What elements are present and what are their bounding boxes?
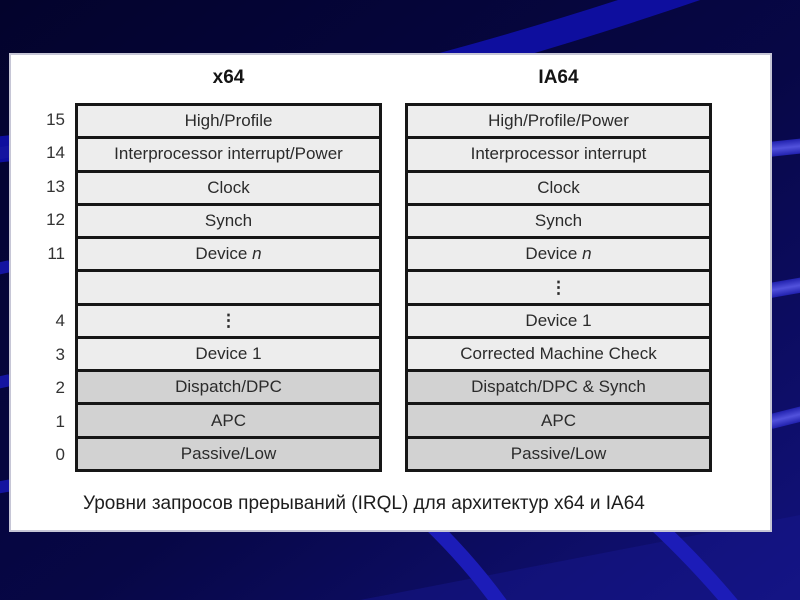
irql-level-label: 11 — [47, 243, 65, 263]
irql-row-x64: APC — [78, 405, 379, 439]
irql-row-ia64: Interprocessor interrupt — [408, 139, 709, 173]
irql-row-label: ⋮ — [220, 311, 237, 331]
left-gutter-segment — [0, 374, 12, 390]
irql-row-ia64: APC — [408, 405, 709, 439]
irql-level-label: 14 — [46, 143, 65, 163]
figure-caption: Уровни запросов прерываний (IRQL) для ар… — [83, 493, 645, 514]
left-gutter-segment — [0, 260, 12, 276]
irql-row-label: Interprocessor interrupt/Power — [114, 144, 343, 164]
irql-row-ia64: Device 1 — [408, 305, 709, 339]
irql-row-label: APC — [541, 410, 576, 430]
irql-row-label: APC — [211, 410, 246, 430]
right-gutter-segment — [769, 138, 800, 157]
irql-level-label: 1 — [55, 411, 65, 431]
irql-row-ia64: Clock — [408, 172, 709, 206]
irql-row-x64: Synch — [78, 205, 379, 240]
irql-level-label: 4 — [55, 311, 65, 331]
irql-row-label: High/Profile/Power — [488, 111, 629, 131]
irql-row-x64 — [78, 272, 379, 306]
irql-row-x64: Interprocessor interrupt/Power — [78, 139, 379, 173]
irql-level-label: 15 — [46, 109, 65, 129]
irql-level-label: 3 — [55, 344, 65, 364]
irql-row-x64: Device n — [78, 239, 379, 273]
column-header-ia64: IA64 — [538, 67, 579, 88]
irql-level-label: 0 — [55, 445, 65, 465]
irql-row-ia64: Passive/Low — [408, 438, 709, 469]
irql-level-label: 12 — [46, 210, 65, 230]
irql-row-ia64: Device n — [408, 239, 709, 273]
irql-row-label: Corrected Machine Check — [460, 343, 657, 363]
left-gutter-segment — [0, 479, 11, 495]
irql-level-label: 13 — [46, 176, 65, 196]
irql-row-label: Dispatch/DPC — [175, 377, 282, 397]
irql-levels: 15 14 13 12 11 4 3 2 1 0 — [21, 103, 65, 472]
column-header-x64: x64 — [212, 67, 245, 88]
irql-row-label: Synch — [204, 210, 253, 230]
irql-row-x64: Clock — [78, 172, 379, 206]
irql-row-label: Clock — [537, 177, 580, 197]
irql-row-x64: High/Profile — [78, 106, 379, 140]
irql-row-label: Dispatch/DPC & Synch — [471, 377, 646, 397]
irql-row-ia64: ⋮ — [408, 272, 709, 306]
irql-row-x64: Dispatch/DPC — [78, 372, 379, 406]
irql-row-label: Device n — [195, 244, 262, 264]
left-gutter-segment — [0, 145, 11, 161]
irql-row-label: Synch — [534, 210, 583, 230]
irql-row-label: Interprocessor interrupt — [470, 144, 647, 164]
irql-row-label: Device n — [525, 244, 592, 264]
irql-row-label: ⋮ — [550, 277, 567, 297]
irql-row-label: Device 1 — [195, 343, 262, 363]
irql-row-label: High/Profile — [184, 111, 273, 131]
irql-level-label — [21, 271, 65, 305]
irql-row-label: Passive/Low — [510, 443, 607, 463]
irql-row-label: Device 1 — [525, 310, 592, 330]
irql-row-ia64: Dispatch/DPC & Synch — [408, 372, 709, 406]
irql-row-label: Passive/Low — [180, 443, 277, 463]
right-gutter-segment — [768, 406, 800, 429]
irql-row-x64: ⋮ — [78, 305, 379, 339]
irql-row-x64: Device 1 — [78, 338, 379, 373]
irql-level-label: 2 — [55, 378, 65, 398]
irql-row-ia64: Corrected Machine Check — [408, 338, 709, 373]
right-gutter-segment — [769, 277, 800, 298]
irql-row-ia64: High/Profile/Power — [408, 106, 709, 140]
irql-row-x64: Passive/Low — [78, 438, 379, 469]
background-corner-wash — [360, 515, 800, 600]
irql-row-label: Clock — [207, 177, 250, 197]
irql-row-ia64: Synch — [408, 205, 709, 240]
